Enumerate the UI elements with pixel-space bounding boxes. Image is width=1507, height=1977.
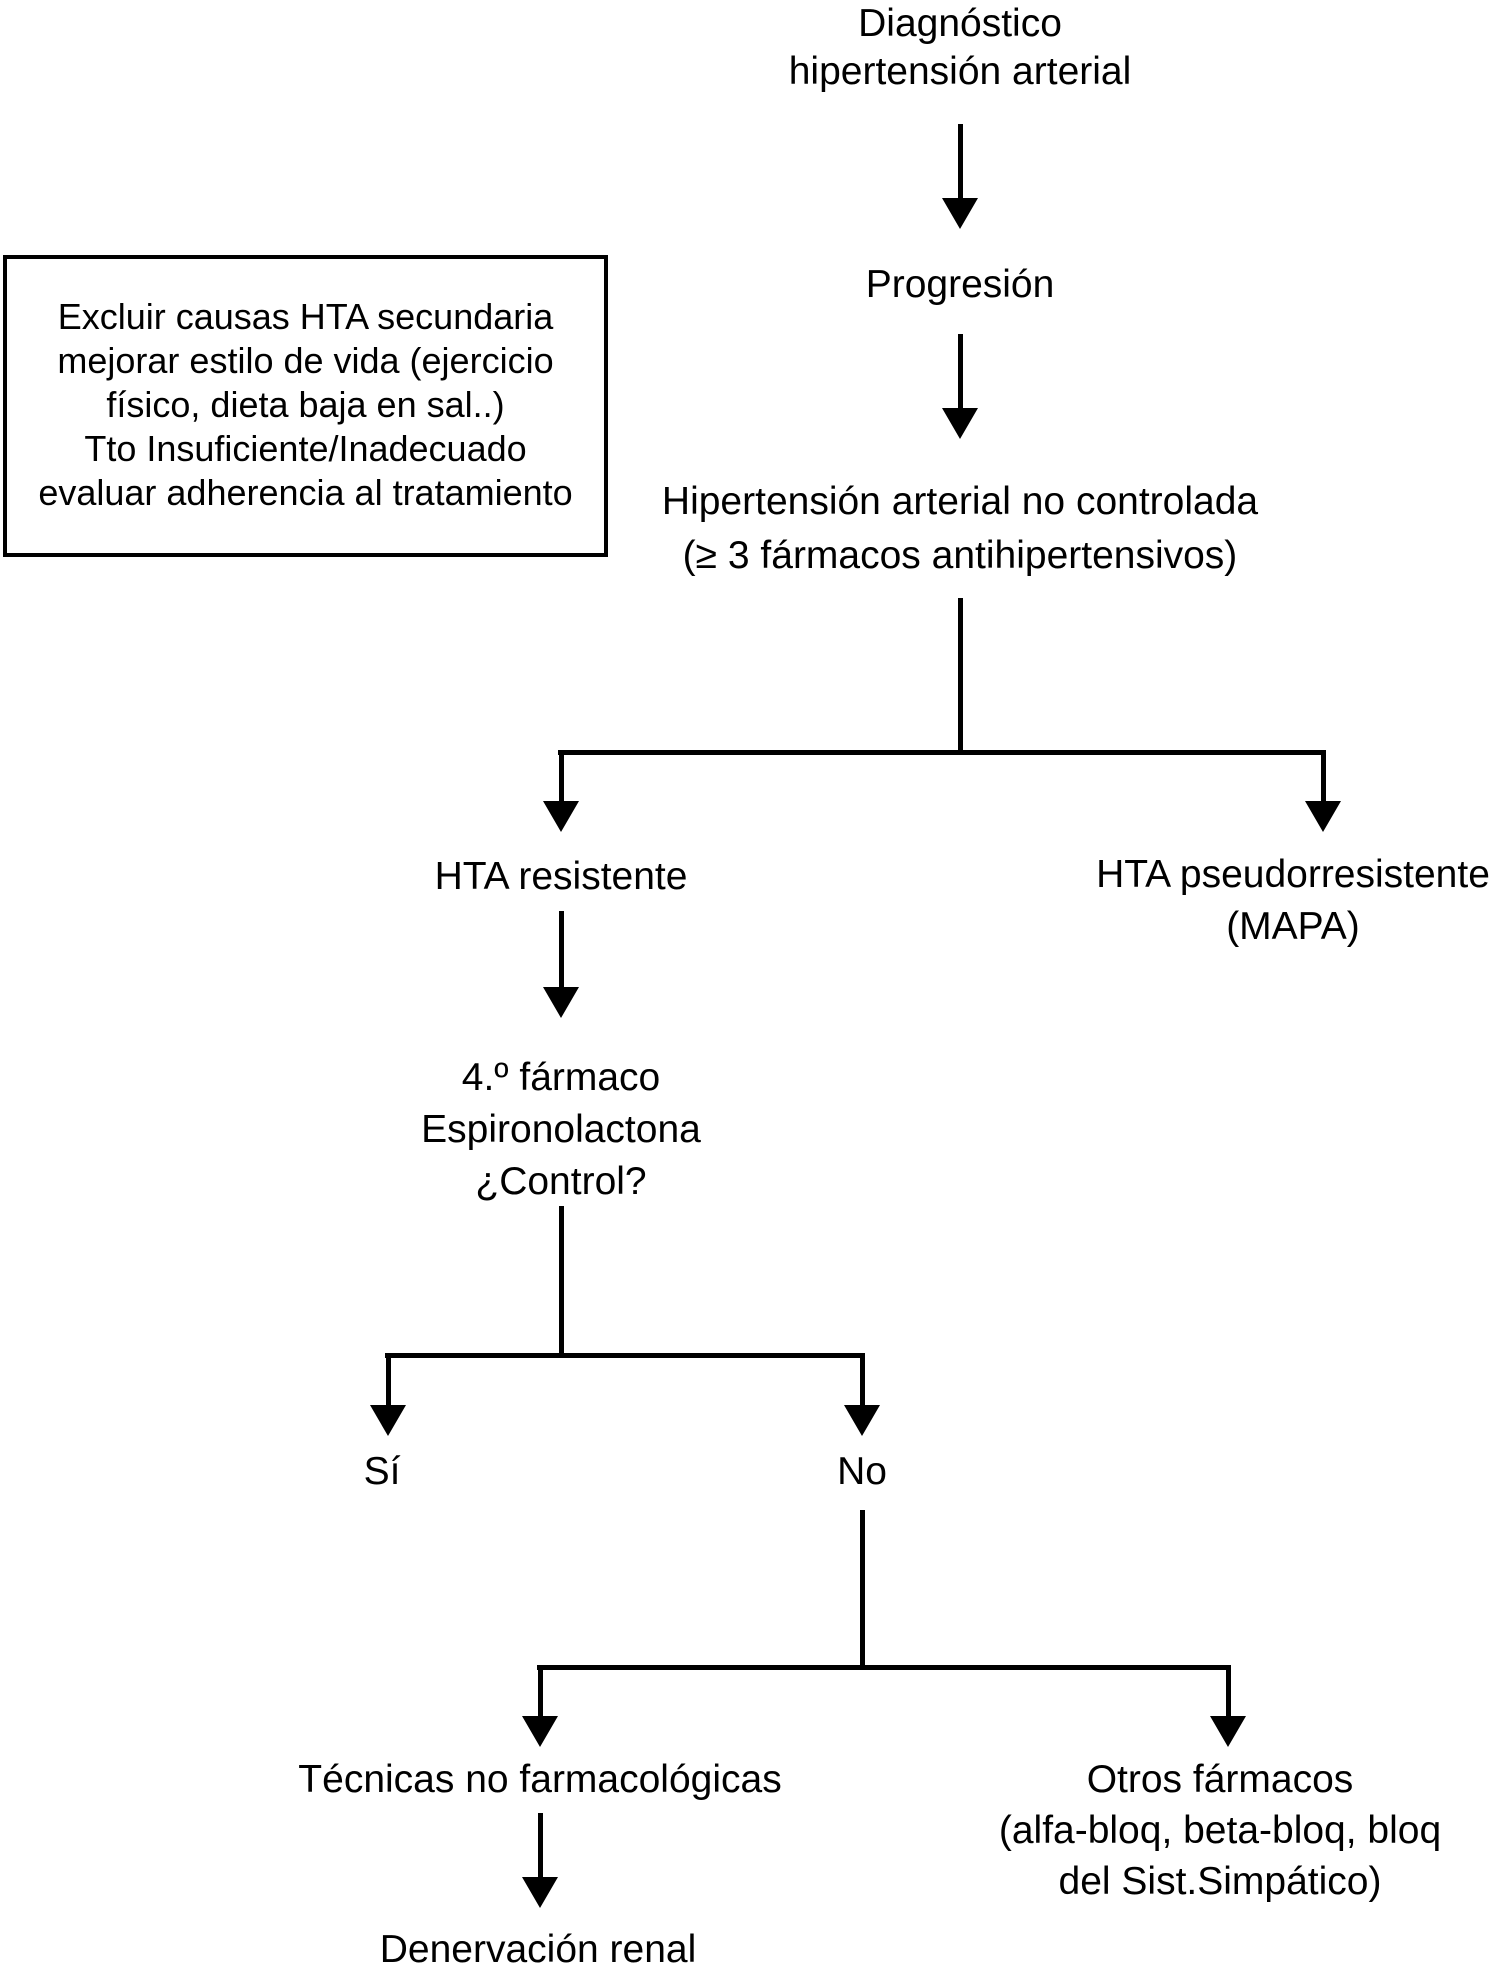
arrow-head-icon [522,1716,558,1747]
node-yes: Sí [364,1448,401,1496]
arrow-shaft [537,1666,543,1716]
connector-control-split-bar [385,1353,865,1358]
node-no: No [837,1448,887,1496]
node-progression-label: Progresión [865,263,1055,306]
node-renal-denervation: Denervación renal [380,1926,697,1974]
arrow-shaft [1225,1666,1231,1716]
exclusion-note-line3: físico, dieta baja en sal..) [106,384,505,425]
arrow-to-pseudoresistant-htn [1305,751,1341,832]
node-pseudoresistant-htn-line1: HTA pseudorresistente [1096,853,1490,896]
node-other-drugs-line1: Otros fármacos [1086,1758,1354,1801]
exclusion-note-line1: Excluir causas HTA secundaria [57,296,554,337]
connector-control-split-stem [558,1206,564,1356]
exclusion-note-line5: evaluar adherencia al tratamiento [38,472,573,513]
node-other-drugs: Otros fármacos (alfa-bloq, beta-bloq, bl… [999,1754,1441,1907]
node-resistant-htn: HTA resistente [435,853,688,901]
arrow-shaft [385,1354,391,1405]
arrow-head-icon [844,1405,880,1436]
arrow-head-icon [522,1877,558,1908]
arrow-head-icon [543,987,579,1018]
node-fourth-drug-line2: Espironolactona [421,1108,701,1151]
arrow-shaft [537,1813,543,1877]
connector-no-split-bar [537,1665,1231,1670]
exclusion-note-line2: mejorar estilo de vida (ejercicio [57,340,554,381]
arrow-head-icon [942,408,978,439]
node-fourth-drug-line3: ¿Control? [475,1160,647,1203]
node-non-pharma-label: Técnicas no farmacológicas [298,1758,782,1801]
node-pseudoresistant-htn: HTA pseudorresistente (MAPA) [1096,849,1490,953]
node-uncontrolled-htn: Hipertensión arterial no controlada (≥ 3… [662,475,1258,583]
arrow-head-icon [942,198,978,229]
node-pseudoresistant-htn-line2: (MAPA) [1226,905,1360,948]
arrow-to-other-drugs [1210,1666,1246,1747]
connector-no-split-stem [859,1510,865,1668]
node-diagnosis-line2: hipertensión arterial [788,50,1132,93]
arrow-head-icon [543,801,579,832]
node-renal-denervation-label: Denervación renal [379,1928,697,1971]
node-no-label: No [837,1450,887,1493]
arrow-shaft [558,911,564,987]
arrow-resistant-to-fourth-drug [543,911,579,1018]
node-diagnosis: Diagnóstico hipertensión arterial [789,0,1132,96]
arrow-shaft [558,751,564,801]
node-uncontrolled-htn-line1: Hipertensión arterial no controlada [661,480,1259,523]
exclusion-note-line4: Tto Insuficiente/Inadecuado [84,428,527,469]
node-yes-label: Sí [363,1450,401,1493]
node-resistant-htn-label: HTA resistente [434,855,688,898]
arrow-to-no [844,1354,880,1436]
arrow-to-resistant-htn [543,751,579,832]
arrow-diagnosis-to-progression [942,124,978,229]
exclusion-note-box: Excluir causas HTA secundaria mejorar es… [3,255,608,557]
connector-uncontrolled-split-bar [558,750,1326,755]
node-diagnosis-line1: Diagnóstico [858,2,1062,45]
node-other-drugs-line2: (alfa-bloq, beta-bloq, bloq [998,1809,1442,1852]
node-other-drugs-line3: del Sist.Simpático) [1058,1860,1382,1903]
node-fourth-drug: 4.º fármaco Espironolactona ¿Control? [421,1052,701,1208]
node-fourth-drug-line1: 4.º fármaco [461,1056,661,1099]
arrow-to-yes [370,1354,406,1436]
arrow-shaft [957,334,963,408]
arrow-shaft [859,1354,865,1405]
arrow-to-non-pharma [522,1666,558,1747]
node-uncontrolled-htn-line2: (≥ 3 fármacos antihipertensivos) [682,534,1238,577]
arrow-non-pharma-to-denervation [522,1813,558,1908]
arrow-shaft [957,124,963,198]
node-progression: Progresión [866,261,1055,309]
arrow-shaft [1320,751,1326,801]
connector-uncontrolled-split-stem [957,598,963,754]
arrow-head-icon [1210,1716,1246,1747]
arrow-head-icon [370,1405,406,1436]
arrow-progression-to-uncontrolled [942,334,978,439]
node-non-pharma: Técnicas no farmacológicas [298,1756,781,1804]
arrow-head-icon [1305,801,1341,832]
